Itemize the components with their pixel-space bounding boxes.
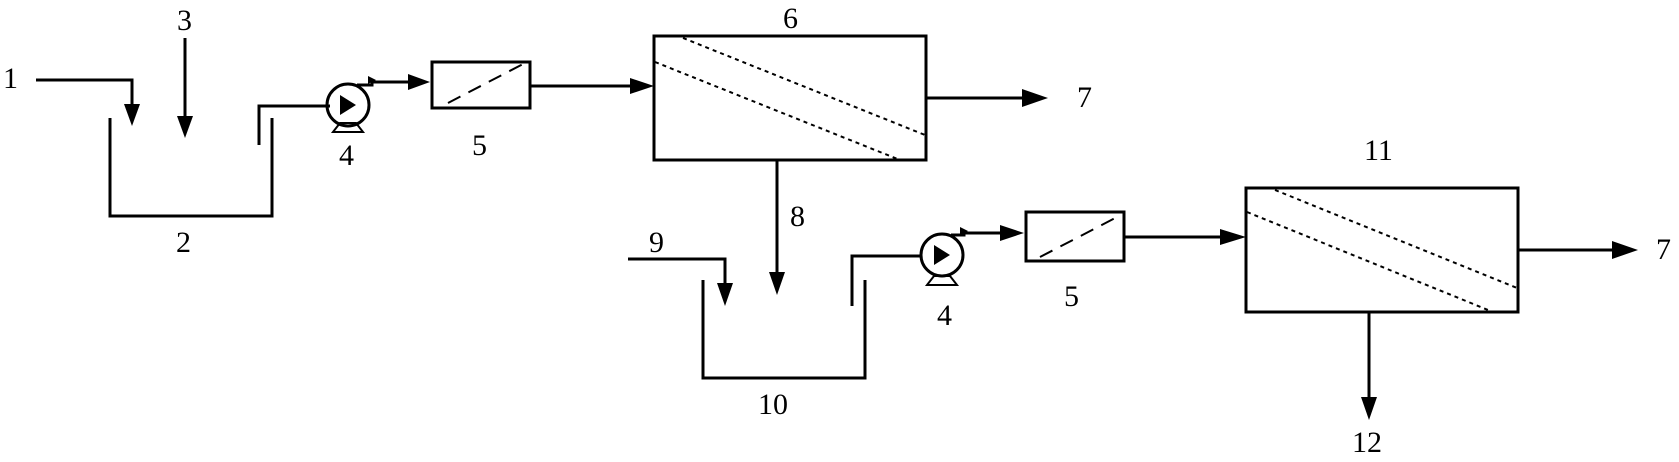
- pump-to-filter-line-1: [372, 74, 430, 90]
- filter-to-membrane-line-2: [1124, 229, 1246, 245]
- tank-2: [108, 104, 330, 218]
- permeate-7-right-line: [1518, 241, 1638, 259]
- filter-to-membrane-line-1: [530, 78, 654, 94]
- label-8: 8: [790, 200, 805, 233]
- label-5-first: 5: [472, 129, 487, 162]
- filter-5-second: [1024, 210, 1126, 263]
- label-9: 9: [649, 226, 664, 259]
- label-7-right: 7: [1656, 233, 1671, 266]
- label-3: 3: [177, 4, 192, 37]
- pump-to-filter-line-2: [964, 225, 1024, 241]
- feed-3-arrowhead: [177, 116, 193, 138]
- pump-4-first: [325, 76, 376, 133]
- label-10: 10: [758, 388, 788, 421]
- label-7-top: 7: [1077, 81, 1092, 114]
- membrane-unit-6: [652, 34, 928, 162]
- membrane-unit-11: [1244, 186, 1520, 314]
- tank-10: [701, 254, 922, 380]
- label-6: 6: [783, 2, 798, 35]
- label-11: 11: [1364, 134, 1393, 167]
- label-4-first: 4: [339, 139, 354, 172]
- permeate-7-top-line: [926, 89, 1048, 107]
- feed-1-line: [36, 78, 140, 126]
- feed-1-arrowhead: [124, 104, 140, 126]
- concentrate-8-line: [769, 160, 785, 295]
- label-2: 2: [176, 226, 191, 259]
- label-1: 1: [3, 62, 18, 95]
- label-5-second: 5: [1064, 280, 1079, 313]
- pump-4-second: [919, 227, 968, 286]
- label-4-second: 4: [937, 299, 952, 332]
- label-12: 12: [1352, 426, 1382, 459]
- feed-3-line: [177, 38, 193, 138]
- feed-9-line: [628, 257, 733, 306]
- concentrate-12-line: [1361, 312, 1377, 420]
- filter-5-first: [430, 60, 532, 110]
